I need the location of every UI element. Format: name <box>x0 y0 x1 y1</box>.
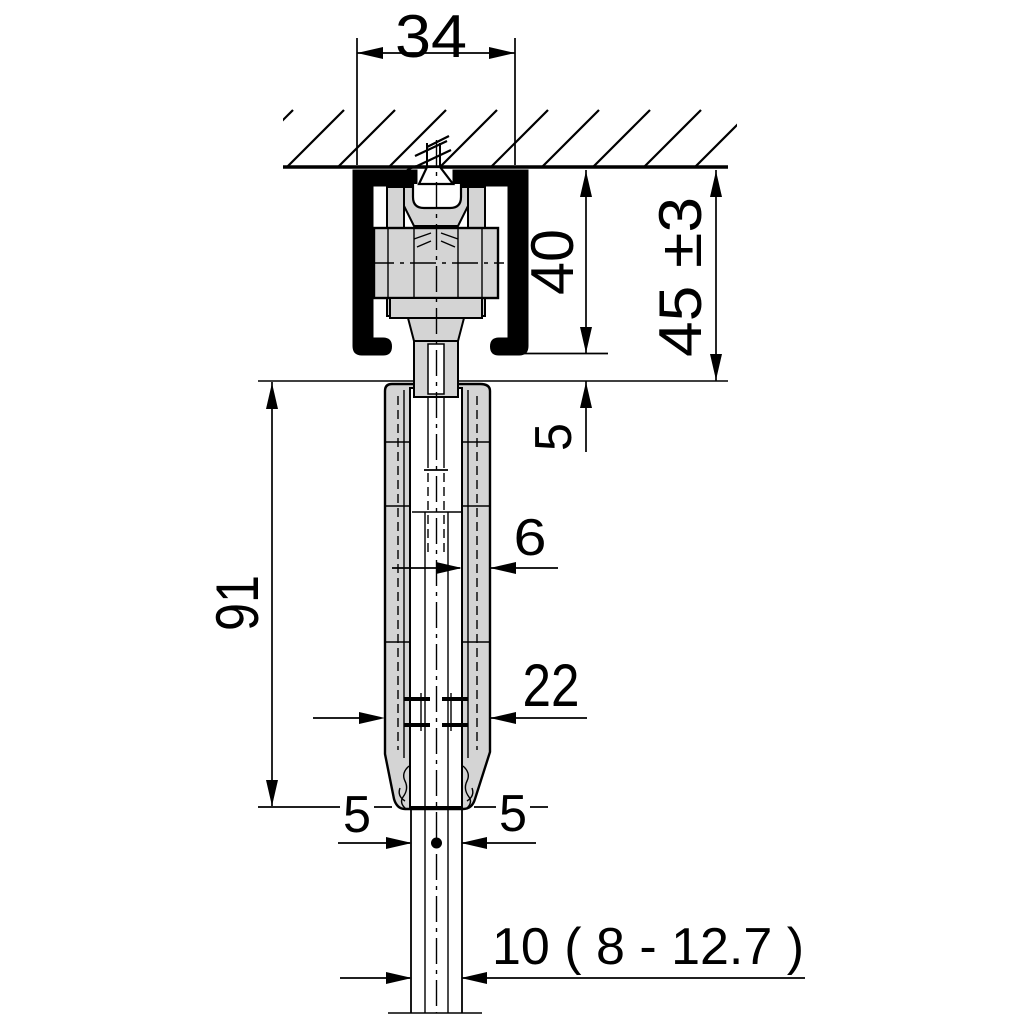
dim-5-right-label: 5 <box>499 785 527 843</box>
dim-91-label: 91 <box>204 575 271 631</box>
ceiling-hatch <box>283 109 737 167</box>
dim-6: 6 <box>392 509 558 574</box>
dim-34-label: 34 <box>395 3 467 70</box>
dim-5-gap-label: 5 <box>525 423 583 451</box>
dim-5-left-label: 5 <box>343 786 371 844</box>
dim-40: 40 <box>519 170 608 355</box>
dim-22-label: 22 <box>523 652 580 719</box>
dim-6-label: 6 <box>514 509 547 567</box>
dim-40-label: 40 <box>519 229 586 295</box>
dim-5-gap: 5 <box>525 381 592 452</box>
dim-91: 91 <box>204 382 278 806</box>
dim-glass-thickness-label: 10 ( 8 - 12.7 ) <box>492 918 804 976</box>
dim-45: 45 ±3 <box>647 170 722 381</box>
dim-34: 34 <box>356 3 516 165</box>
dim-22: 22 <box>313 652 587 724</box>
track-left-half <box>352 169 418 356</box>
dim-5-5: 5 5 <box>258 785 548 849</box>
dim-45-label: 45 ±3 <box>647 197 714 357</box>
centerline-dot <box>431 837 442 849</box>
dim-glass-thickness: 10 ( 8 - 12.7 ) <box>340 918 805 984</box>
glass-clamp <box>383 382 492 811</box>
